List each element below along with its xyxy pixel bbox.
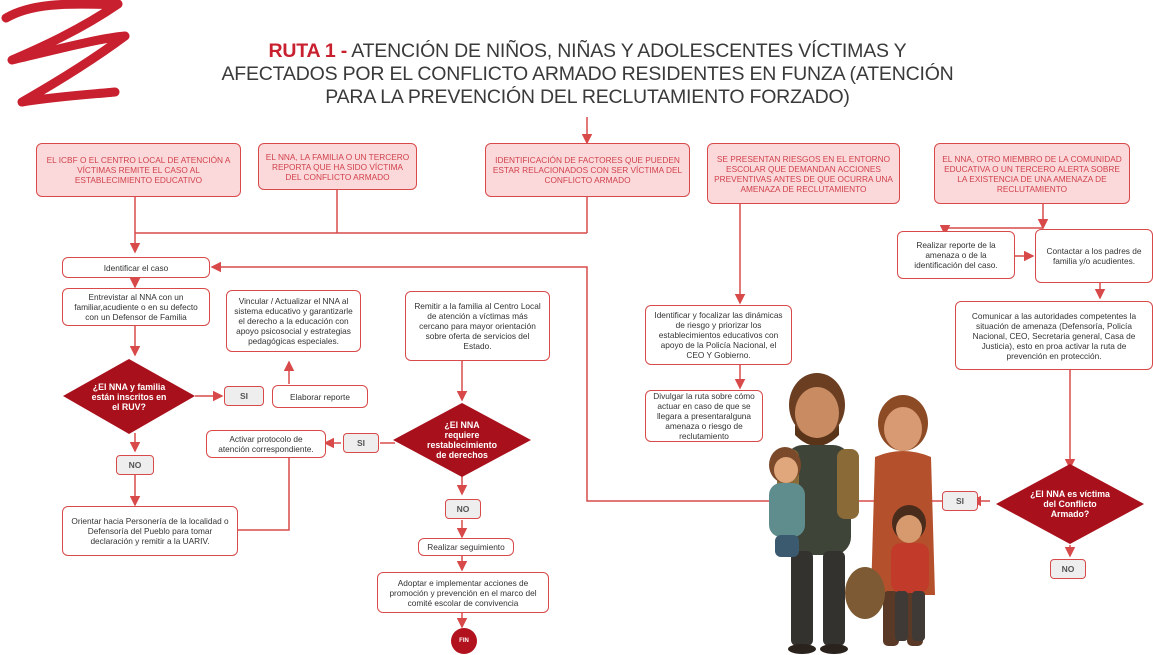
step-seguimiento: Realizar seguimiento — [418, 538, 514, 556]
si-victima: SI — [942, 491, 978, 511]
family-illustration — [769, 373, 935, 654]
brush-logo-icon — [1, 0, 130, 107]
title-lead: RUTA 1 - — [268, 40, 348, 62]
step-adoptar: Adoptar e implementar acciones de promoc… — [377, 572, 549, 613]
step-entrevistar: Entrevistar al NNA con un familiar,acudi… — [62, 288, 210, 326]
decision-victima-text: ¿El NNA es víctima del Conflicto Armado? — [1030, 489, 1110, 519]
decision-ruv-text: ¿El NNA y familia están inscritos en el … — [91, 381, 167, 412]
step-remitir: Remitir a la familia al Centro Local de … — [405, 291, 550, 361]
top-box-factores: IDENTIFICACIÓN DE FACTORES QUE PUEDEN ES… — [485, 143, 690, 197]
title-text: ATENCIÓN DE NIÑOS, NIÑAS Y ADOLESCENTES … — [221, 40, 954, 108]
no-victima: NO — [1050, 559, 1086, 579]
step-focalizar: Identificar y focalizar las dinámicas de… — [645, 305, 792, 365]
step-elaborar: Elaborar reporte — [272, 385, 368, 408]
page-title: RUTA 1 - ATENCIÓN DE NIÑOS, NIÑAS Y ADOL… — [215, 40, 960, 109]
step-reporte-amenaza: Realizar reporte de la amenaza o de la i… — [897, 231, 1015, 279]
step-vincular: Vincular / Actualizar el NNA al sistema … — [226, 290, 361, 352]
decision-restablecimiento: ¿El NNA requiere restablecimiento de der… — [392, 402, 532, 478]
si-restablecimiento: SI — [343, 433, 379, 453]
top-box-reporte: EL NNA, LA FAMILIA O UN TERCERO REPORTA … — [258, 143, 417, 190]
top-box-alerta: EL NNA, OTRO MIEMBRO DE LA COMUNIDAD EDU… — [934, 143, 1130, 204]
top-box-icbf: EL ICBF O EL CENTRO LOCAL DE ATENCIÓN A … — [36, 143, 241, 197]
step-activar: Activar protocolo de atención correspond… — [206, 430, 326, 458]
step-contactar: Contactar a los padres de familia y/o ac… — [1035, 229, 1153, 283]
decision-restablecimiento-text: ¿El NNA requiere restablecimiento de der… — [427, 420, 497, 460]
top-box-riesgos: SE PRESENTAN RIESGOS EN EL ENTORNO ESCOL… — [707, 143, 900, 204]
decision-ruv: ¿El NNA y familia están inscritos en el … — [62, 358, 196, 435]
step-divulgar: Divulgar la ruta sobre cómo actuar en ca… — [645, 390, 763, 442]
decision-victima: ¿El NNA es víctima del Conflicto Armado? — [995, 463, 1145, 545]
si-ruv: SI — [224, 386, 264, 406]
step-identificar: Identificar el caso — [62, 257, 210, 278]
fin-terminal: FIN — [451, 628, 477, 654]
no-ruv: NO — [116, 455, 154, 475]
step-comunicar: Comunicar a las autoridades competentes … — [955, 301, 1153, 370]
step-orientar: Orientar hacia Personería de la localida… — [62, 506, 238, 556]
no-restablecimiento: NO — [445, 499, 481, 519]
